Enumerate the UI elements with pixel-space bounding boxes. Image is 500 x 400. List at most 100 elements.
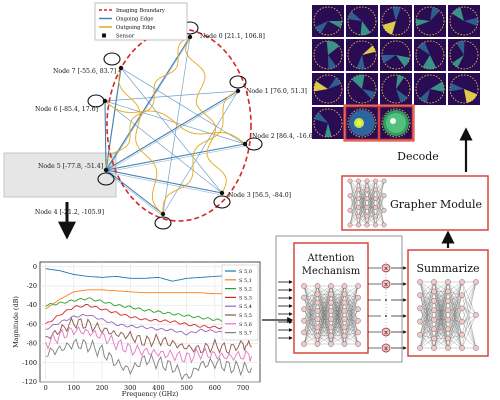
x-tick-label: 0 — [44, 384, 48, 392]
net-neuron — [341, 308, 348, 314]
net-edge — [447, 291, 463, 322]
net-neuron — [364, 196, 370, 202]
net-edge — [447, 329, 463, 349]
chart-ylabel: Magnitude (dB) — [12, 296, 20, 348]
summarize-network-icon — [417, 279, 479, 351]
net-edge — [447, 295, 463, 320]
net-edge — [419, 295, 435, 339]
attention-title-line2: Mechanism — [302, 266, 361, 277]
ongoing-edge — [105, 36, 191, 171]
net-edge — [330, 285, 345, 303]
ongoing-edge — [105, 171, 164, 217]
net-edge — [447, 308, 463, 330]
reconstruction-tile — [346, 5, 378, 37]
x-tick-label: 100 — [68, 384, 80, 392]
net-edge — [366, 180, 376, 217]
self-loop — [154, 216, 172, 230]
outgoing-edge — [162, 90, 239, 215]
net-edge — [349, 195, 359, 208]
net-neuron — [373, 213, 378, 219]
reconstruction-tile — [448, 39, 480, 71]
net-edge — [303, 319, 318, 333]
reconstruction-tile — [380, 39, 412, 71]
net-edge — [344, 297, 359, 320]
net-neuron — [341, 316, 348, 322]
net-neuron — [328, 341, 334, 347]
self-loop — [97, 172, 115, 186]
net-edge — [461, 314, 477, 349]
sensor-points — [102, 34, 248, 217]
net-neuron — [364, 222, 370, 228]
chart-legend: S 5,0S 5,1S 5,2S 5,3S 5,4S 5,5S 5,6S 5,7 — [221, 264, 259, 341]
net-edge — [419, 319, 435, 349]
net-edge — [433, 281, 449, 292]
legend-sensor-swatch — [102, 33, 106, 38]
net-neuron — [445, 288, 451, 295]
x-tick-label: 500 — [180, 384, 192, 392]
net-edge — [366, 207, 376, 226]
chart-legend-label: S 5,6 — [239, 322, 252, 328]
grapher-network-icon — [347, 178, 387, 228]
ellipsis-dot — [385, 299, 387, 301]
net-edge — [358, 189, 368, 226]
net-edge — [349, 210, 359, 226]
net-edge — [344, 297, 359, 336]
summarize-block: Summarize — [407, 249, 489, 357]
attention-mechanism-block: Attention Mechanism — [293, 242, 369, 354]
net-edge — [419, 300, 435, 335]
net-neuron — [356, 204, 361, 210]
y-tick-label: -60 — [27, 320, 37, 328]
decode-label: Decode — [397, 150, 439, 163]
net-edge — [461, 281, 477, 296]
net-edge — [375, 195, 385, 226]
net-neuron — [373, 222, 378, 228]
net-neuron — [431, 335, 437, 342]
net-edge — [330, 285, 345, 311]
grapher-title: Grapher Module — [390, 198, 482, 211]
net-edge — [375, 180, 385, 211]
net-edge — [349, 207, 359, 226]
y-tick-label: -80 — [27, 340, 37, 348]
net-neuron — [381, 178, 387, 184]
ongoing-edge — [104, 90, 239, 102]
net-neuron — [347, 222, 353, 228]
sensor-dot — [103, 167, 109, 173]
net-edge — [303, 302, 318, 321]
net-neuron — [341, 332, 348, 339]
chart-legend-label: S 5,5 — [239, 313, 252, 319]
net-edge — [447, 321, 463, 349]
net-neuron — [328, 316, 334, 322]
net-edge — [419, 319, 435, 335]
series-line — [45, 338, 252, 381]
sensor-dot — [235, 88, 241, 94]
net-edge — [419, 281, 435, 322]
reconstruction-tile — [380, 5, 412, 37]
attention-frame — [275, 235, 403, 363]
net-edge — [447, 281, 463, 292]
net-neuron — [341, 283, 348, 289]
sensor-dot — [242, 141, 248, 147]
highlight-frame — [343, 104, 415, 142]
net-edge — [447, 281, 463, 311]
net-edge — [419, 310, 435, 349]
net-edge — [433, 329, 449, 349]
net-edge — [303, 309, 318, 336]
node-label-0: Node 0 [21.1, 106.8] — [200, 33, 265, 40]
y-tick-label: -120 — [22, 378, 37, 386]
net-edge — [419, 291, 435, 335]
net-neuron — [355, 306, 361, 313]
imaging-boundary — [106, 28, 252, 222]
attention-network-icon — [301, 283, 361, 347]
net-edge — [419, 291, 435, 322]
net-edge — [303, 285, 318, 303]
graph-edges — [104, 36, 246, 217]
chart-legend-label: S 5,1 — [239, 278, 252, 284]
multiply-symbol: × — [383, 345, 388, 352]
y-tick-label: -100 — [22, 359, 37, 367]
net-edge — [375, 180, 385, 217]
net-edge — [344, 297, 359, 328]
net-neuron — [381, 222, 387, 228]
net-edge — [447, 281, 463, 349]
outgoing-edge — [118, 67, 164, 215]
